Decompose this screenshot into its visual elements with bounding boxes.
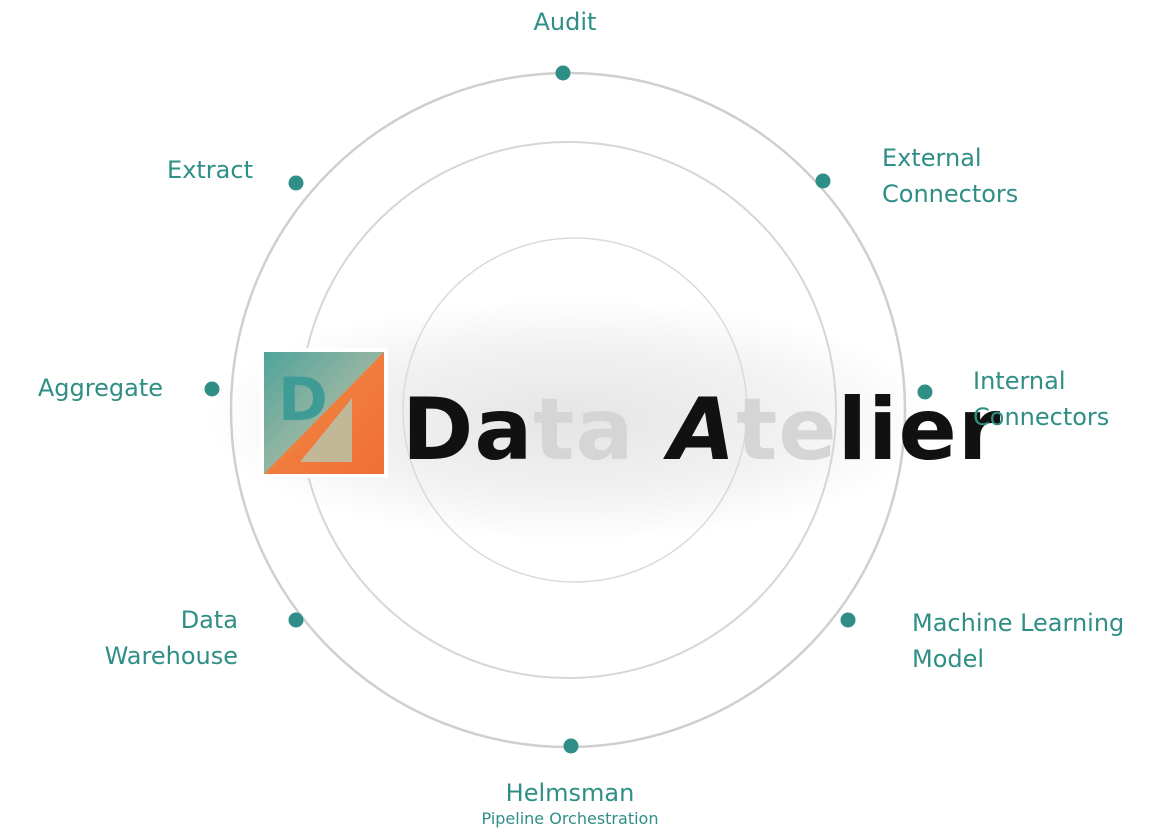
wordmark-ta: ta <box>533 380 635 480</box>
logo-mark-letter: D <box>278 365 328 435</box>
logo-mark: D <box>260 348 388 478</box>
node-dot-extract <box>288 175 304 191</box>
node-dot-aggregate <box>204 381 220 397</box>
wordmark-te: te <box>736 380 838 480</box>
node-dot-audit <box>555 65 571 81</box>
node-label-helmsman: Helmsman Pipeline Orchestration <box>420 778 720 830</box>
wordmark-a: A <box>668 380 737 480</box>
node-dot-machine-learning-model <box>840 612 856 628</box>
node-dot-internal-connectors <box>917 384 933 400</box>
wordmark-lier: lier <box>837 380 1002 480</box>
inner-ring <box>402 237 748 583</box>
node-label-data-warehouse: Data Warehouse <box>104 606 238 670</box>
node-label-machine-learning-model: Machine Learning Model <box>912 609 1125 673</box>
wordmark-da: Da <box>402 380 534 480</box>
node-dot-helmsman <box>563 738 579 754</box>
node-label-audit: Audit <box>533 8 597 36</box>
node-label-internal-connectors: Internal Connectors <box>973 367 1110 431</box>
logo-wordmark: Data Atelier <box>402 380 1001 480</box>
node-dot-external-connectors <box>815 173 831 189</box>
node-label-external-connectors: External Connectors <box>882 144 1019 208</box>
node-label-aggregate: Aggregate <box>37 374 163 402</box>
node-label-extract: Extract <box>167 156 253 184</box>
node-subtitle-helmsman: Pipeline Orchestration <box>481 809 659 828</box>
node-dot-data-warehouse <box>288 612 304 628</box>
